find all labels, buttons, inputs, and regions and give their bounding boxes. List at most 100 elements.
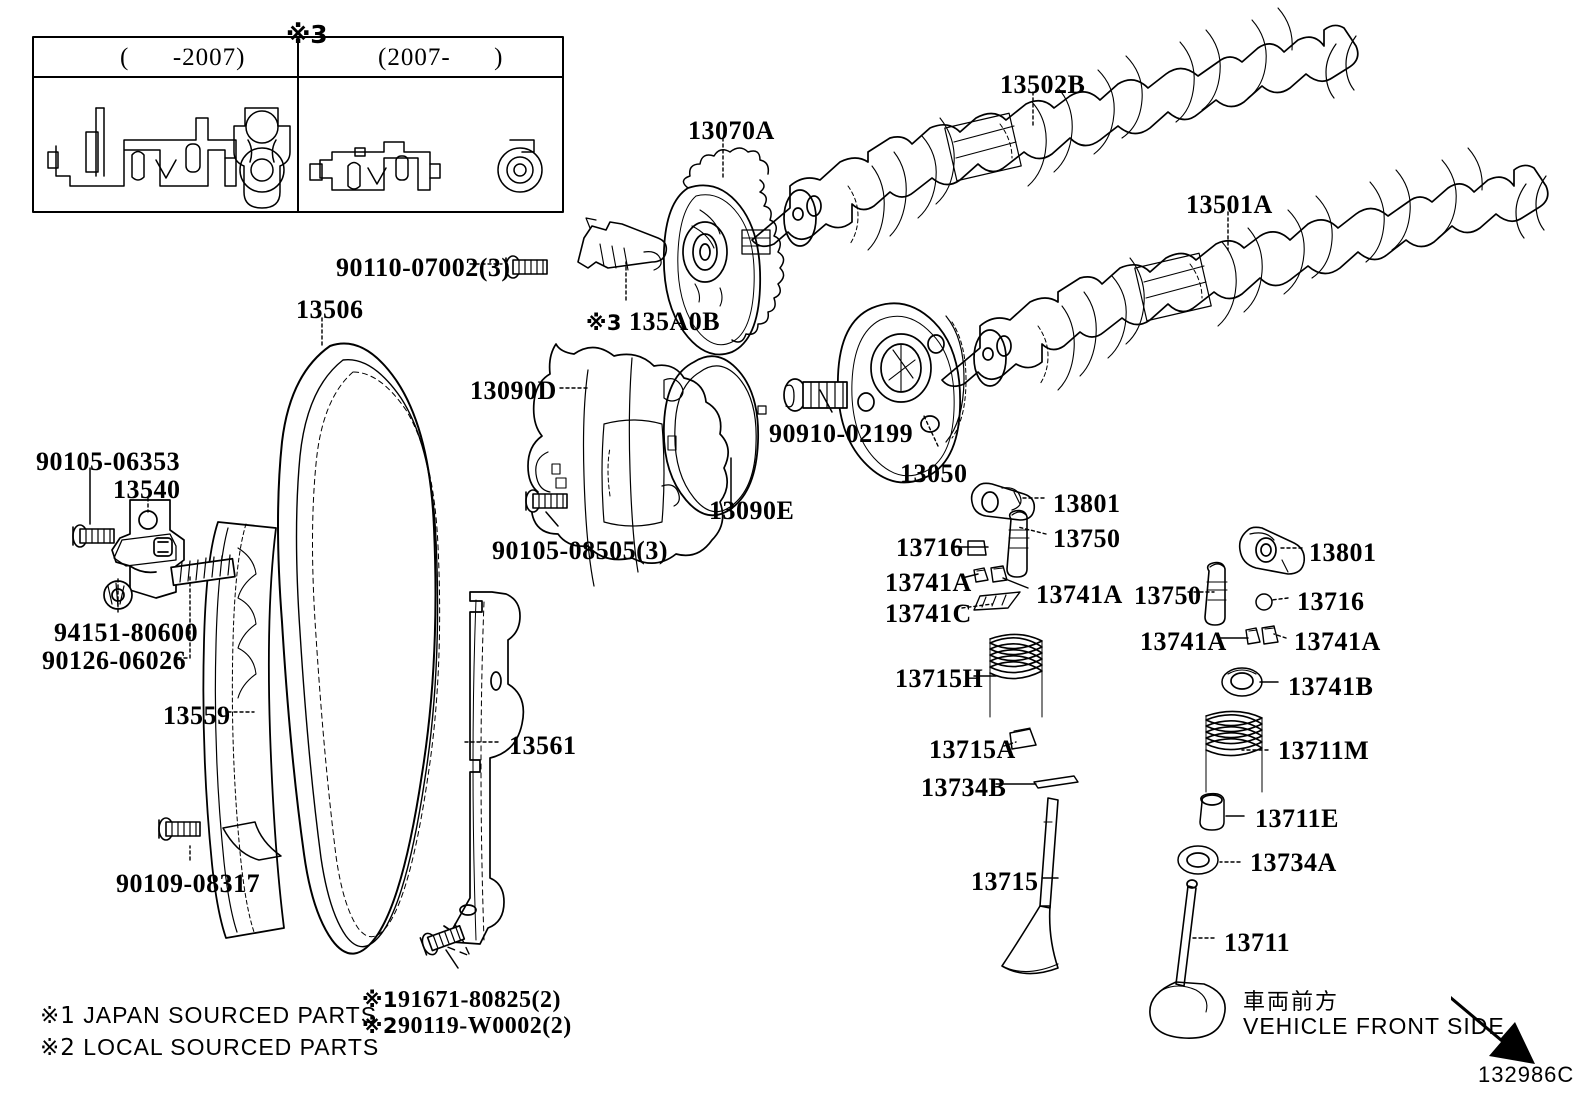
rocker-arm-13801-right	[1238, 526, 1306, 575]
part-label-13801-right-text: 13801	[1309, 538, 1377, 567]
oil-pump-gasket-13090E	[662, 355, 767, 517]
valve-shim-13734B	[1033, 775, 1079, 789]
part-label-135A0B-mark: ※3	[586, 311, 623, 335]
part-label-94151-80600-text: 94151-80600	[54, 618, 199, 647]
part-label-13711M-text: 13711M	[1278, 736, 1370, 765]
part-label-13540: 13540	[113, 477, 181, 503]
part-label-13716-right: 13716	[1297, 589, 1365, 615]
camshaft-13502B	[751, 7, 1359, 251]
valve-lifter-shim-13716-right	[1255, 593, 1273, 611]
vehicle-front-arrow	[1451, 996, 1535, 1064]
camshaft-13501A	[941, 147, 1549, 391]
leader-lines	[89, 91, 1303, 969]
part-label-13750-right-text: 13750	[1134, 581, 1202, 610]
bottom-ref-2-text: 90119-W0002(2)	[398, 1013, 572, 1039]
part-label-13734B-text: 13734B	[921, 773, 1007, 802]
part-label-90105-08505-text: 90105-08505(3)	[492, 536, 668, 565]
bottom-ref-2-mark: ※2	[362, 1014, 399, 1038]
part-label-90110-07002: 90110-07002(3)	[336, 255, 511, 281]
bottom-ref-2: ※290119-W0002(2)	[362, 1014, 572, 1038]
part-label-13540-text: 13540	[113, 475, 181, 504]
footnote-1: ※1 JAPAN SOURCED PARTS	[40, 1000, 377, 1032]
part-label-135A0B: ※3 135A0B	[586, 309, 720, 335]
valve-keeper-13741C	[973, 591, 1021, 611]
part-label-13715: 13715	[971, 869, 1039, 895]
bottom-ref-1-text: 91671-80825(2)	[398, 987, 562, 1013]
variant-col-header-0: ( -2007)	[120, 44, 246, 71]
footnote-1-mark: ※1	[40, 1003, 76, 1029]
part-label-13715A: 13715A	[929, 737, 1016, 763]
part-label-135A0B-text: 135A0B	[629, 307, 721, 336]
variant-box-mark: ※3	[286, 20, 328, 49]
part-label-13734B: 13734B	[921, 775, 1006, 801]
part-label-13741C-text: 13741C	[885, 599, 972, 628]
valve-spring-seat-13741B	[1221, 667, 1263, 697]
part-label-13502B: 13502B	[1000, 72, 1085, 98]
part-label-90109-08317: 90109-08317	[116, 871, 260, 897]
part-label-13715H-text: 13715H	[895, 664, 984, 693]
part-label-13741A-left: 13741A	[885, 570, 972, 596]
part-label-13750-left-text: 13750	[1053, 524, 1121, 553]
vehicle-front-label-en: VEHICLE FRONT SIDE	[1243, 1013, 1505, 1039]
part-label-13741A-right: 13741A	[1140, 629, 1227, 655]
bolt-90105-06353	[72, 524, 115, 548]
part-label-13561-text: 13561	[509, 731, 577, 760]
part-label-13502B-text: 13502B	[1000, 70, 1086, 99]
camshaft-timing-gear-13070A	[662, 147, 785, 356]
part-label-13559: 13559	[163, 703, 231, 729]
part-label-94151-80600: 94151-80600	[54, 620, 198, 646]
variant-box-frame	[32, 36, 564, 213]
spring-retainer-13741A-right	[1245, 625, 1279, 645]
vehicle-front-label-jp: 車両前方	[1243, 990, 1340, 1015]
part-label-13090D: 13090D	[470, 378, 557, 404]
part-label-90126-06026: 90126-06026	[42, 648, 186, 674]
part-label-90105-08505: 90105-08505(3)	[492, 538, 668, 564]
part-label-13050: 13050	[900, 461, 968, 487]
part-label-13559-text: 13559	[163, 701, 231, 730]
part-label-13090D-text: 13090D	[470, 376, 557, 405]
spring-retainer-13741A-left	[973, 565, 1008, 583]
intake-valve-13715	[1001, 797, 1059, 975]
bolt-90105-08505	[525, 489, 568, 513]
valve-spring-washer-13734A	[1177, 845, 1219, 875]
valve-stem-seal-13711E	[1199, 792, 1225, 831]
part-label-13715H: 13715H	[895, 666, 983, 692]
bottom-ref-1: ※191671-80825(2)	[362, 988, 561, 1012]
cam-position-sensor-135A0B	[577, 217, 668, 271]
timing-cover-13090D	[527, 343, 729, 587]
part-label-90105-06353-text: 90105-06353	[36, 447, 181, 476]
lash-adjuster-13750-right	[1204, 561, 1228, 626]
footnote-2-text: LOCAL SOURCED PARTS	[83, 1034, 380, 1060]
variant-bracket-pre2007	[233, 107, 291, 209]
part-label-13070A-text: 13070A	[688, 116, 775, 145]
bolt-91671-80825	[418, 921, 467, 958]
part-label-13750-left: 13750	[1053, 526, 1121, 552]
rocker-arm-13801-left	[970, 482, 1036, 521]
part-label-90105-06353: 90105-06353	[36, 449, 180, 475]
part-label-13711: 13711	[1224, 930, 1290, 956]
part-label-13711E-text: 13711E	[1255, 804, 1339, 833]
part-label-90110-07002-text: 90110-07002(3)	[336, 253, 511, 282]
part-label-13741A-left-text: 13741A	[885, 568, 972, 597]
part-label-13711E: 13711E	[1255, 806, 1339, 832]
stud-90126-06026	[170, 554, 236, 587]
variant-part-pre2007	[47, 107, 237, 187]
part-label-13716-left: 13716	[896, 535, 964, 561]
part-label-13741A-left2-text: 13741A	[1036, 580, 1123, 609]
part-label-13741B-text: 13741B	[1288, 672, 1374, 701]
bottom-ref-1-mark: ※1	[362, 988, 399, 1012]
part-label-13501A: 13501A	[1186, 192, 1273, 218]
part-label-90910-02199-text: 90910-02199	[769, 419, 914, 448]
part-label-13741A-right2-text: 13741A	[1294, 627, 1381, 656]
chain-tensioner-13540	[111, 499, 185, 599]
variant-bracket-post2007	[497, 139, 543, 193]
exhaust-valve-13711	[1149, 879, 1226, 1039]
vvt-actuator-13050	[837, 302, 967, 484]
part-label-13741A-right-text: 13741A	[1140, 627, 1227, 656]
part-label-13741A-right2: 13741A	[1294, 629, 1381, 655]
lash-adjuster-13750-left	[1006, 509, 1030, 578]
valve-spring-13711M	[1205, 710, 1263, 793]
part-label-13741C: 13741C	[885, 601, 972, 627]
